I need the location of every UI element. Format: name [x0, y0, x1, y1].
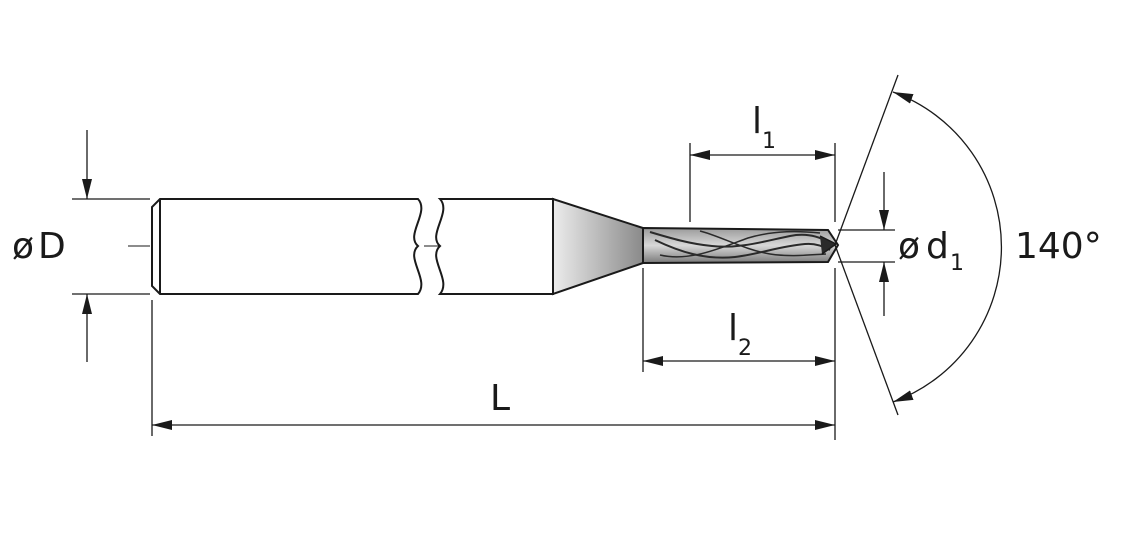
- taper-cone: [552, 197, 644, 296]
- svg-text:1: 1: [950, 251, 964, 276]
- dimension-lines: [72, 74, 1003, 440]
- label-total-length: L: [490, 378, 510, 419]
- shank: [151, 198, 554, 295]
- flute-body: [642, 226, 840, 265]
- svg-text:ød: ød: [898, 226, 949, 267]
- svg-text:l: l: [728, 308, 738, 349]
- svg-text:L: L: [490, 378, 510, 419]
- label-l2: l 2: [728, 308, 752, 361]
- svg-text:l: l: [752, 101, 762, 142]
- svg-text:øD: øD: [12, 226, 66, 267]
- label-l1: l 1: [752, 101, 776, 154]
- label-point-angle: 140°: [1015, 226, 1102, 267]
- svg-text:2: 2: [738, 336, 752, 361]
- svg-text:140°: 140°: [1015, 226, 1102, 267]
- svg-text:1: 1: [762, 129, 776, 154]
